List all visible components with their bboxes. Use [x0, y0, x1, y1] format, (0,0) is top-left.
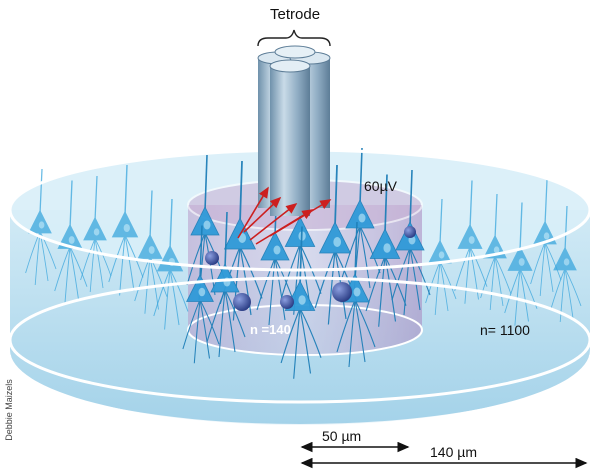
pyramidal-neuron-outer	[550, 205, 582, 323]
interneuron-soma	[332, 282, 352, 302]
pyramidal-neuron-outer	[504, 202, 538, 326]
pyramidal-neuron-inner	[365, 174, 407, 327]
pyramidal-neuron-inner	[206, 211, 246, 358]
pyramidal-neuron-inner	[182, 225, 220, 364]
outer-radius-label: 140 µm	[430, 444, 477, 460]
interneuron-soma	[233, 293, 251, 311]
pyramidal-neuron-outer	[25, 168, 57, 286]
artist-credit: Debbie Maizels	[3, 379, 14, 441]
pyramidal-neuron-outer	[425, 198, 457, 316]
neuron-population	[25, 147, 582, 379]
radius-arrows	[300, 441, 588, 469]
pyramidal-neuron-outer	[530, 179, 562, 297]
pyramidal-neuron-outer	[54, 180, 88, 304]
amplitude-label: 60µV	[364, 178, 397, 194]
inner-count-label: n =140	[250, 322, 291, 337]
inner-radius-label: 50 µm	[322, 428, 362, 444]
interneuron-soma	[205, 251, 219, 265]
field-arrows	[237, 186, 332, 245]
outer-count-label: n= 1100	[480, 322, 530, 338]
tetrode-brace	[257, 29, 331, 47]
outer-rings	[8, 148, 592, 426]
interneuron-soma	[404, 226, 416, 238]
pyramidal-neuron-outer	[80, 175, 112, 293]
tetrode-label: Tetrode	[270, 6, 321, 23]
tetrode	[257, 45, 331, 216]
pyramidal-neuron-outer	[108, 164, 144, 296]
interneuron-soma	[280, 295, 294, 309]
